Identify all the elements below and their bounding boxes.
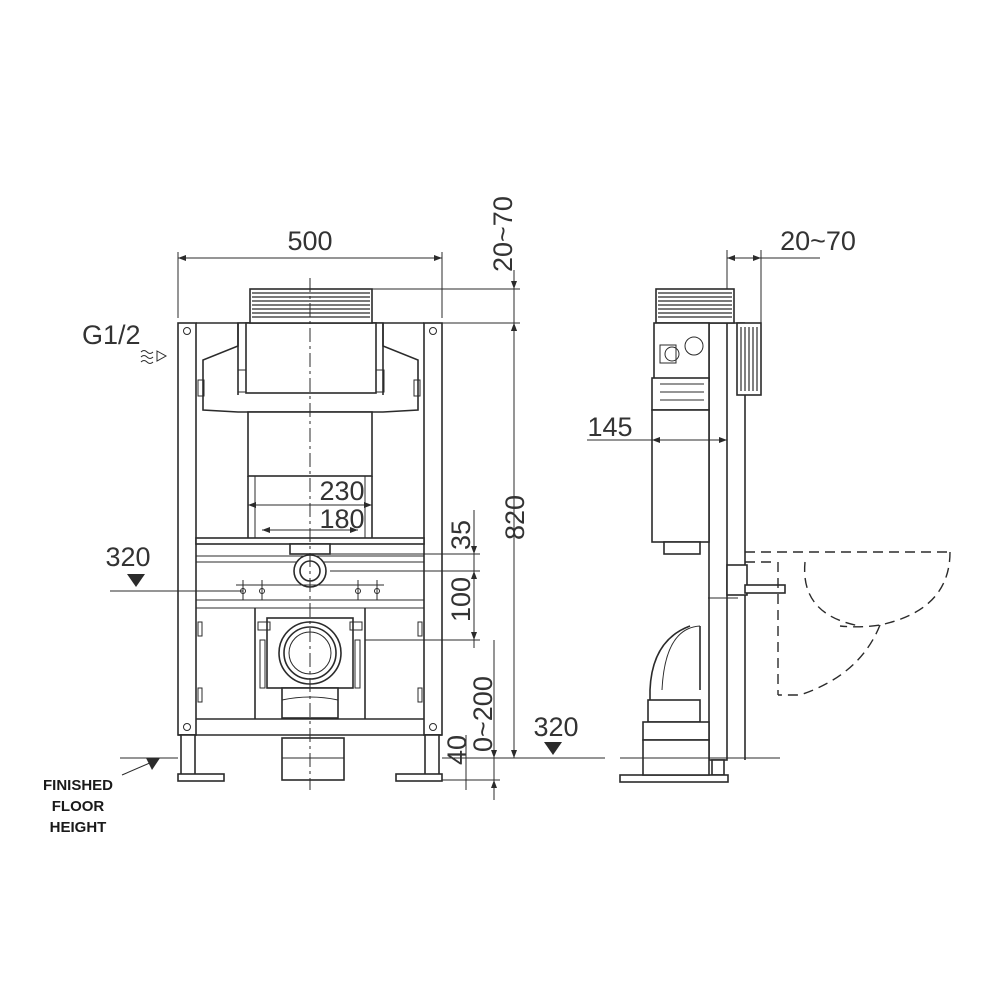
cistern-housing: [197, 322, 421, 413]
inlet-label: G1/2: [82, 320, 141, 350]
dim-offsets: [330, 510, 480, 648]
front-view: G1/2 500 20~70 820: [43, 196, 605, 836]
floor-adjust-label: 0~200: [468, 676, 498, 752]
drain-outlet: [257, 617, 363, 781]
axis-height-left-marker: [110, 574, 243, 592]
dim-outlet-spacing: [248, 502, 372, 533]
floor-note-line1: FINISHED: [43, 777, 113, 794]
axis-height-left-label: 320: [105, 542, 150, 572]
side-depth-label: 145: [587, 412, 632, 442]
floor-arrow: [120, 757, 178, 776]
floor-note-line2: FLOOR: [52, 798, 105, 815]
foot-height-label: 40: [442, 735, 472, 765]
side-view: 20~70 145: [587, 226, 951, 783]
side-dim-depth-adjust: [726, 250, 820, 323]
outlet-spacing-outer-label: 230: [319, 476, 364, 506]
water-inlet-icon: [140, 350, 168, 364]
side-depth-adjust-label: 20~70: [780, 226, 856, 256]
outlet-spacing-inner-label: 180: [319, 504, 364, 534]
side-grill: [655, 288, 735, 324]
offset-35-label: 35: [446, 520, 476, 550]
axis-height-right-marker: [544, 742, 562, 755]
floor-note-line3: HEIGHT: [50, 819, 107, 836]
axis-height-right-label: 320: [533, 712, 578, 742]
offset-100-label: 100: [446, 577, 476, 622]
width-label: 500: [287, 226, 332, 256]
top-adjust-label: 20~70: [488, 196, 518, 272]
frame-feet: [177, 734, 443, 782]
dim-top-adjust: [372, 270, 520, 340]
height-label: 820: [500, 495, 530, 540]
dim-width-500: [177, 252, 443, 318]
flush-plate-grill: [249, 288, 373, 324]
dim-floor: [442, 640, 605, 800]
side-dim-145: [587, 437, 727, 443]
side-flush-plate: [736, 322, 762, 396]
dim-height-820: [511, 323, 517, 758]
toilet-bowl-outline: [745, 551, 951, 696]
side-cistern: [651, 322, 710, 555]
